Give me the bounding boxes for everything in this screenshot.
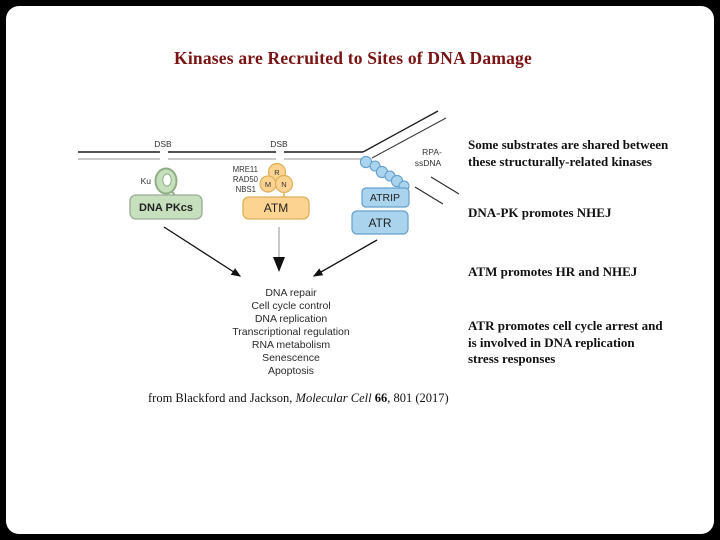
atm-label: ATM [264,201,288,215]
atrip-box [361,187,410,208]
nbs1-label: NBS1 [236,185,256,194]
atm-box [242,196,310,220]
atrip-label: ATRIP [370,192,400,204]
dsb-label-2: DSB [270,139,288,149]
outcome-item: Cell cycle control [251,300,331,312]
outcome-item: DNA repair [265,287,317,299]
citation-journal: Molecular Cell [295,391,372,405]
outcome-list: DNA repair Cell cycle control DNA replic… [169,287,413,378]
rpa-label-line2: ssDNA [415,158,442,168]
mrn-r-label: R [274,168,280,177]
outcome-item: Transcriptional regulation [232,326,350,338]
dna-pkcs-arrow [163,226,242,277]
mre11-label: MRE11 [233,165,258,174]
outcome-item: DNA replication [254,313,328,325]
dsb-label-1: DSB [154,139,172,149]
citation-volume: 66 [374,391,388,405]
atr-arrow [312,239,378,277]
note-shared-substrates: Some substrates are shared between these… [468,137,669,169]
dna-pkcs-box [129,194,203,220]
atr-label: ATR [368,216,391,230]
note-atr-cell-cycle: ATR promotes cell cycle arrest and is in… [468,318,663,366]
outcome-item: Apoptosis [267,365,315,377]
dna-double-strand [78,110,460,205]
mrn-complex-icon: R M N [259,162,294,197]
citation-prefix: from Blackford and Jackson, [148,391,296,405]
slide-title: Kinases are Recruited to Sites of DNA Da… [174,48,532,68]
note-dna-pk-nhej: DNA-PK promotes NHEJ [468,205,612,220]
mrn-m-label: M [265,180,271,189]
rpa-chain-icon [359,155,410,192]
rpa-label-line1: RPA- [422,147,442,157]
dna-damage-kinase-diagram: DSB DSB Ku DNA PKcs MRE11 RAD50 NBS1 R M… [78,110,460,277]
note-atm-hr-nhej: ATM promotes HR and NHEJ [468,264,638,279]
outcome-item: RNA metabolism [251,339,331,351]
citation-suffix: , 801 (2017) [387,391,449,405]
atr-box [351,210,409,235]
ku-label: Ku [141,176,152,186]
dna-pkcs-label: DNA PKcs [139,202,193,214]
outcome-item: Senescence [262,352,320,364]
ku-ring-icon [154,167,178,198]
rad50-label: RAD50 [233,175,259,184]
citation: from Blackford and Jackson, Molecular Ce… [148,391,568,406]
slide-canvas: Kinases are Recruited to Sites of DNA Da… [6,6,714,534]
mrn-n-label: N [281,180,286,189]
